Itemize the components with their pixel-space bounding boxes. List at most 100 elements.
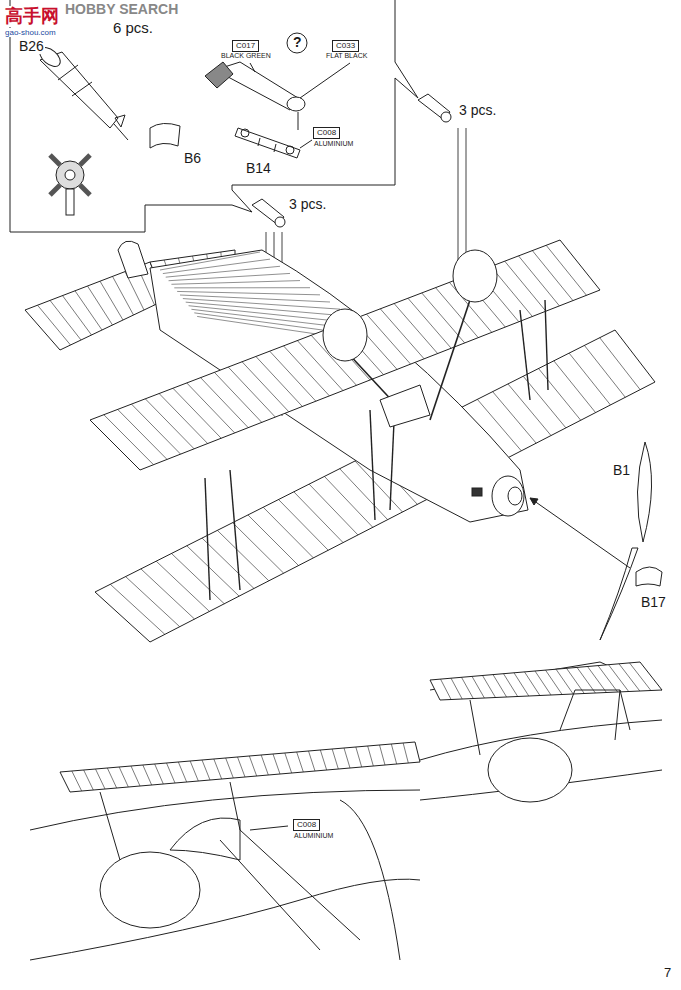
- paint-name: BLACK GREEN: [220, 52, 272, 60]
- wing-rib: [539, 369, 581, 421]
- wing-rib: [96, 769, 106, 789]
- wing-rib: [256, 356, 302, 406]
- wing-rib: [228, 367, 275, 417]
- bomb-part: [252, 94, 451, 227]
- wheel: [453, 250, 497, 302]
- cowling-detail: [488, 738, 572, 802]
- paint-name: ALUMINIUM: [293, 832, 334, 840]
- wing-rib: [294, 492, 343, 543]
- wing-rib: [50, 300, 81, 340]
- wing-rib: [523, 376, 566, 428]
- strut: [620, 690, 630, 730]
- wing-rib: [143, 765, 152, 785]
- cowling: [508, 487, 522, 505]
- wing-rib: [263, 507, 313, 558]
- wing-rib: [356, 747, 362, 767]
- wing-rib: [505, 261, 546, 311]
- page-number: 7: [663, 966, 672, 981]
- wing-rib: [201, 378, 249, 428]
- wing-rib: [63, 296, 92, 335]
- wing-rib: [156, 561, 209, 611]
- fuselage-panel: [177, 291, 320, 294]
- paint-code: C008: [313, 127, 340, 139]
- wing-rib: [126, 577, 180, 627]
- wing-rib: [297, 752, 304, 772]
- wing-rib: [483, 676, 496, 698]
- question-circle: [287, 33, 307, 53]
- wing-rib: [233, 523, 284, 574]
- paint-code: C017: [232, 40, 259, 52]
- strut: [205, 478, 210, 600]
- wing-rib: [309, 751, 316, 771]
- strut: [230, 470, 240, 590]
- wing-rib: [178, 762, 186, 782]
- wing-rib: [340, 469, 388, 520]
- wing-rib: [525, 672, 540, 696]
- biplane-drawing: [25, 240, 655, 642]
- wing-rib: [344, 748, 350, 768]
- wing-rib: [609, 665, 629, 692]
- wing-rib: [320, 750, 326, 770]
- part-number: B14: [245, 160, 272, 176]
- wing-rib: [584, 345, 625, 397]
- detail-outline: [220, 800, 400, 960]
- wing-rib: [577, 667, 595, 693]
- wing-rib: [284, 346, 330, 396]
- quantity-note: 6 pcs.: [112, 19, 154, 36]
- wing-rib: [248, 515, 299, 566]
- wing-rib: [261, 755, 268, 775]
- watermark: gao-shou.com: [4, 28, 57, 37]
- band-part: [150, 123, 180, 148]
- wing-rib: [214, 372, 261, 422]
- wing-rib: [332, 749, 338, 769]
- part-number: B6: [183, 150, 202, 166]
- exhaust: [472, 488, 482, 496]
- wing-rib: [619, 664, 640, 691]
- wing-rib: [380, 309, 424, 359]
- wing-rib: [167, 763, 176, 783]
- upper-wing-detail: [430, 662, 662, 700]
- detail-views: [30, 33, 662, 960]
- quantity-note: 3 pcs.: [458, 102, 497, 118]
- fuselage-panel: [166, 266, 280, 277]
- wing-rib: [598, 666, 618, 692]
- fuselage-panel: [171, 281, 300, 285]
- paint-name: ALUMINIUM: [313, 140, 354, 148]
- fuselage-panel: [174, 287, 310, 288]
- wing-rib: [569, 353, 610, 405]
- bomb-part: [205, 62, 350, 130]
- wing-rib: [187, 546, 239, 596]
- wing-rib: [119, 767, 128, 787]
- fin: [118, 241, 148, 278]
- wing-rib: [394, 304, 438, 354]
- wing-rib: [391, 744, 396, 764]
- wing-rib: [131, 766, 140, 786]
- wing-rib: [226, 758, 234, 778]
- wing-rib: [600, 338, 640, 390]
- wheel: [323, 309, 367, 361]
- wing-rib: [309, 484, 358, 535]
- bomb-fin-view: [50, 155, 90, 215]
- wing-rib: [190, 761, 198, 781]
- wing-rib: [145, 399, 194, 449]
- quantity-note: 3 pcs.: [288, 196, 327, 212]
- wing-rib: [324, 476, 372, 527]
- part-number: B26: [18, 38, 45, 54]
- strut: [545, 300, 548, 390]
- upper-wing-detail: [60, 742, 420, 792]
- wing-rib: [72, 771, 82, 791]
- wing-rib: [187, 383, 235, 433]
- strut: [370, 410, 375, 520]
- wing-rib: [155, 764, 164, 784]
- fuselage-panel: [169, 273, 290, 280]
- wing-rib: [493, 675, 507, 697]
- wing-rib: [88, 286, 113, 325]
- detail-outline: [30, 790, 420, 960]
- wing-rib: [38, 305, 71, 345]
- windscreen: [560, 690, 620, 740]
- wing-rib: [380, 745, 386, 765]
- wing-rib: [270, 351, 316, 401]
- wing-rib: [514, 673, 529, 696]
- paint-code: C008: [293, 819, 320, 831]
